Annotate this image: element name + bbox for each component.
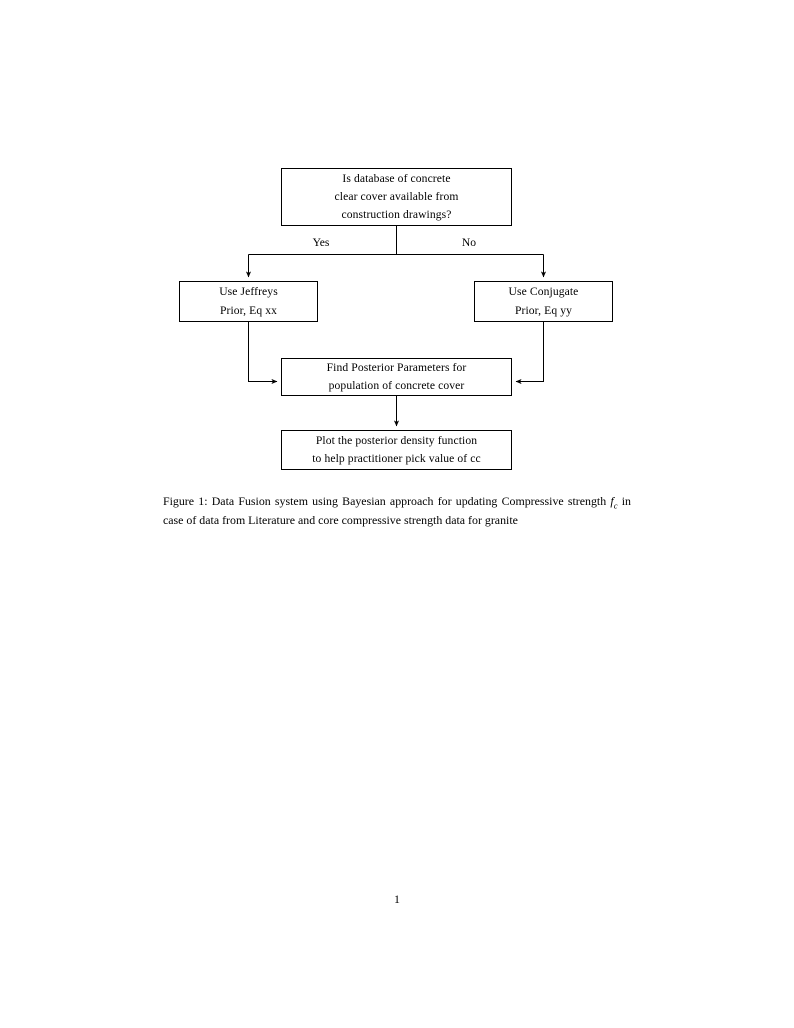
- page-number: 1: [394, 892, 400, 906]
- flow-node-jeffreys-line-1: Use Jeffreys: [219, 285, 278, 299]
- flow-node-plot-line-2: to help practitioner pick value of cc: [312, 452, 481, 465]
- math-variable-base: f: [610, 494, 614, 508]
- figure-caption-text-after: in case of data from Literature and core…: [163, 494, 631, 528]
- figure-canvas: Is database of concrete clear cover avai…: [163, 168, 631, 527]
- edge-jeffreys-to-posterior: [248, 322, 278, 385]
- flow-node-jeffreys-prior: Use Jeffreys Prior, Eq xx: [179, 281, 318, 322]
- edge-conjugate-to-posterior: [515, 322, 544, 385]
- flow-node-question: Is database of concrete clear cover avai…: [281, 168, 512, 226]
- flow-node-jeffreys-line-2: Prior, Eq xx: [219, 303, 278, 317]
- flow-node-conjugate-prior: Use Conjugate Prior, Eq yy: [474, 281, 613, 322]
- figure-caption-label: Figure 1:: [163, 494, 208, 508]
- flow-node-plot-density: Plot the posterior density function to h…: [281, 430, 512, 470]
- figure-caption-text-before: Data Fusion system using Bayesian approa…: [211, 494, 607, 508]
- flow-node-conjugate-line-1: Use Conjugate: [508, 285, 579, 299]
- flow-node-plot-line-1: Plot the posterior density function: [315, 433, 478, 447]
- math-variable-subscript: c: [613, 500, 618, 511]
- flow-node-question-line-3: construction drawings?: [341, 208, 452, 222]
- flowchart-connectors: [245, 226, 547, 427]
- flow-node-posterior-line-1: Find Posterior Parameters for: [326, 360, 467, 374]
- figure-caption: Figure 1: Data Fusion system using Bayes…: [163, 492, 631, 530]
- flow-node-conjugate-line-2: Prior, Eq yy: [514, 303, 573, 317]
- flow-node-find-posterior: Find Posterior Parameters for population…: [281, 358, 512, 396]
- flow-node-question-line-2: clear cover available from: [334, 189, 459, 203]
- flow-node-question-line-1: Is database of concrete: [342, 171, 451, 185]
- figure-caption-math-variable: fc: [610, 494, 618, 511]
- edge-label-no: No: [461, 236, 477, 249]
- flow-node-posterior-line-2: population of concrete cover: [328, 379, 465, 392]
- edge-label-yes: Yes: [312, 236, 330, 249]
